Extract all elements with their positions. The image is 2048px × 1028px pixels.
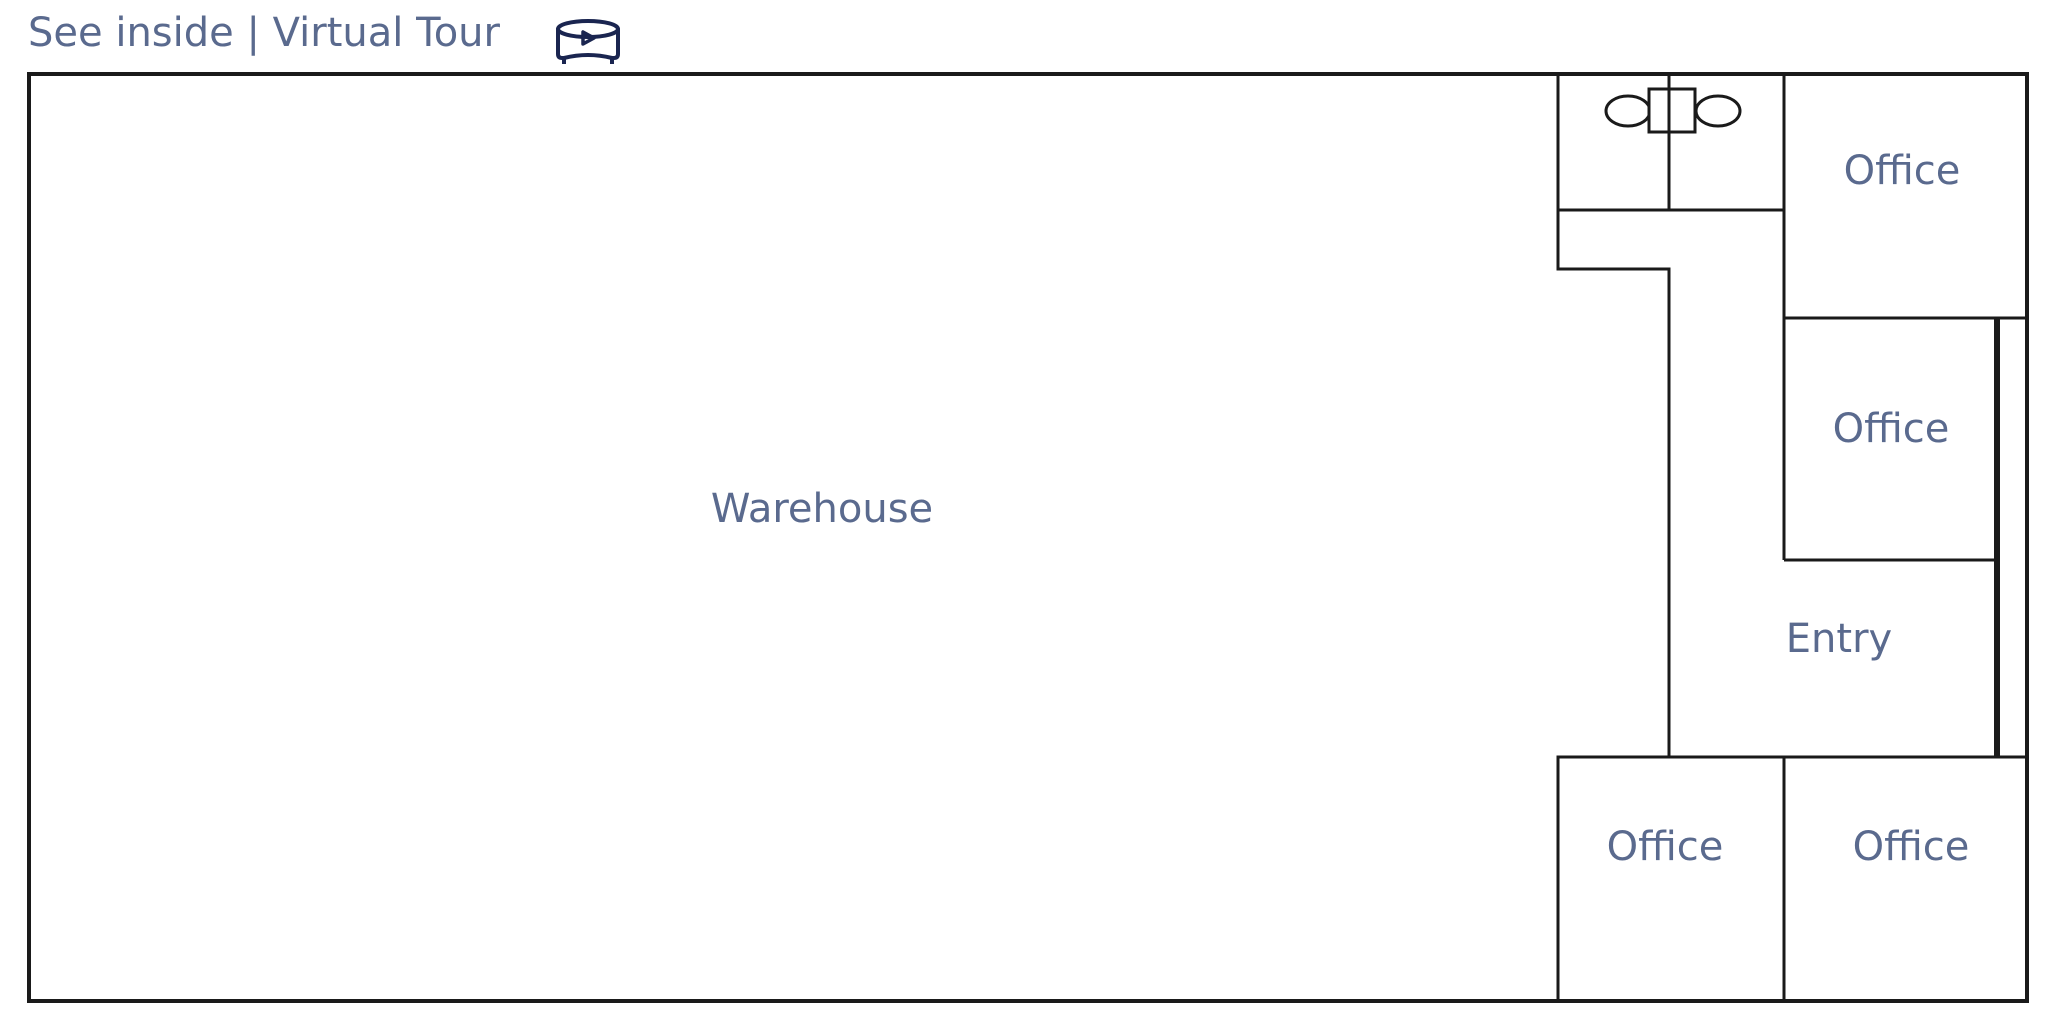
virtual-tour-link[interactable]: See inside | Virtual Tour (28, 10, 500, 56)
corridor-wall-left (1556, 74, 1671, 757)
room-label-office-middle-right: Office (1833, 406, 1950, 452)
room-label-office-top-right: Office (1844, 148, 1961, 194)
restroom-fixtures-icon (1604, 87, 1742, 134)
virtual-tour-icon[interactable] (552, 18, 624, 68)
bottom-offices-wall-top (1556, 755, 2027, 1001)
building-outline (27, 72, 2029, 1003)
room-label-warehouse: Warehouse (711, 486, 933, 532)
room-label-office-bottom-left: Office (1607, 824, 1724, 870)
room-label-office-bottom-right: Office (1853, 824, 1970, 870)
tour-header: See inside | Virtual Tour (28, 0, 500, 66)
virtual-tour-icon-svg (556, 19, 620, 64)
room-label-entry: Entry (1786, 616, 1892, 662)
